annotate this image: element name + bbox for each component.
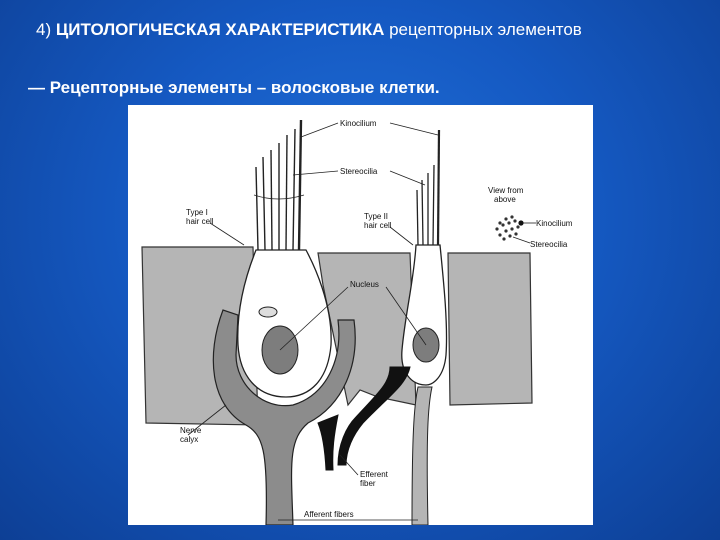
label-type2-line2: hair cell — [364, 221, 392, 230]
label-afferent: Afferent fibers — [304, 510, 354, 519]
slide-title: 4) ЦИТОЛОГИЧЕСКАЯ ХАРАКТЕРИСТИКА рецепто… — [36, 20, 706, 40]
type1-hair-bundle — [253, 119, 305, 251]
label-nerve-line2: calyx — [180, 435, 198, 444]
label-kinocilium: Kinocilium — [340, 119, 377, 128]
efferent-fiber — [317, 366, 411, 471]
label-nucleus: Nucleus — [350, 280, 379, 289]
slide-subtitle: — Рецепторные элементы – волосковые клет… — [28, 78, 440, 97]
label-view-line2: above — [494, 195, 516, 204]
view-from-above-dots — [495, 215, 524, 241]
label-stereocilia: Stereocilia — [340, 167, 378, 176]
type1-hair-cell — [237, 249, 332, 398]
label-efferent-line1: Efferent — [360, 470, 389, 479]
title-bold: ЦИТОЛОГИЧЕСКАЯ ХАРАКТЕРИСТИКА — [55, 20, 385, 39]
label-type2-line1: Type II — [364, 212, 388, 221]
hair-cell-diagram: Kinocilium Stereocilia Type I hair cell … — [141, 119, 573, 525]
label-type1-line1: Type I — [186, 208, 208, 217]
label-view-line1: View from — [488, 186, 524, 195]
title-number: 4) — [36, 20, 52, 39]
hair-cell-figure: Kinocilium Stereocilia Type I hair cell … — [128, 105, 593, 525]
label-type1-line2: hair cell — [186, 217, 214, 226]
label-view-kinocilium: Kinocilium — [536, 219, 573, 228]
label-view-stereocilia: Stereocilia — [530, 240, 568, 249]
label-efferent-line2: fiber — [360, 479, 376, 488]
leader-lines — [187, 122, 536, 521]
type2-afferent-fiber — [411, 386, 433, 525]
label-nerve-line1: Nerve — [180, 426, 202, 435]
title-rest: рецепторных элементов — [389, 20, 582, 39]
type2-hair-bundle — [416, 129, 441, 246]
nerve-calyx — [212, 309, 356, 525]
